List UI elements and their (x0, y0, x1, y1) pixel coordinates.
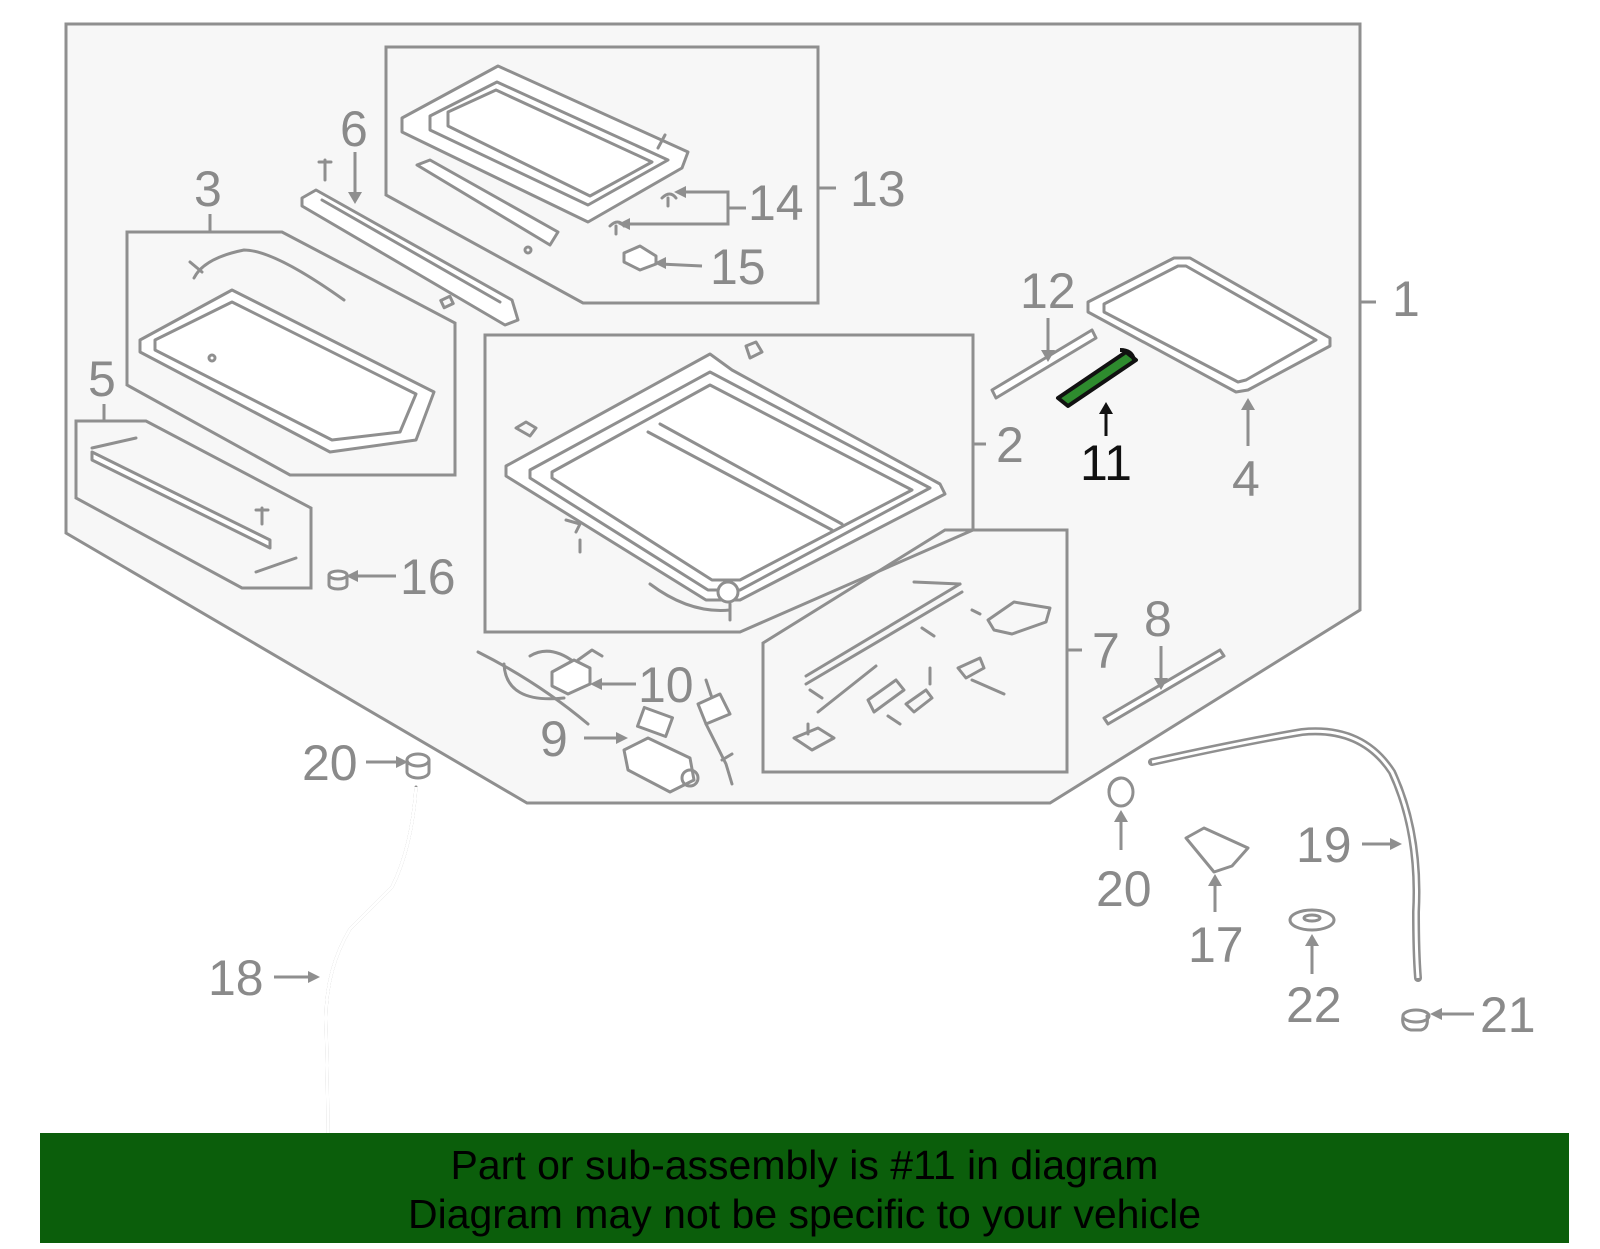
callout-17: 17 (1188, 917, 1244, 973)
callout-4: 4 (1232, 451, 1260, 507)
callout-11: 11 (1080, 435, 1132, 491)
part-18-inner (324, 786, 418, 1168)
group-13-outline (384, 45, 820, 305)
callout-20-right: 20 (1096, 861, 1152, 917)
part-8-drawing (1102, 648, 1226, 726)
callout-20-left: 20 (302, 735, 358, 791)
info-banner: Part or sub-assembly is #11 in diagram D… (40, 1133, 1569, 1243)
group-3-outline (125, 230, 457, 477)
banner-line-1: Part or sub-assembly is #11 in diagram (450, 1142, 1159, 1188)
callout-2: 2 (996, 417, 1024, 473)
part-22-drawing (1288, 908, 1336, 932)
part-19-inner (1151, 729, 1420, 979)
part-18-drawing (324, 785, 418, 1169)
part-2-drawing (504, 340, 947, 622)
callout-9: 9 (540, 711, 568, 767)
part-12-drawing (990, 328, 1098, 400)
part-20-left-drawing (405, 752, 431, 780)
banner-line-2: Diagram may not be specific to your vehi… (407, 1191, 1201, 1237)
part-7-drawing (792, 580, 1052, 752)
callout-6: 6 (340, 101, 368, 157)
group-5-outline (74, 419, 313, 590)
callout-5: 5 (88, 351, 116, 407)
callout-19: 19 (1296, 817, 1352, 873)
callout-8: 8 (1144, 591, 1172, 647)
part-11-end-detail (1119, 348, 1136, 361)
part-20-right-drawing (1107, 776, 1135, 808)
part-17-drawing (1184, 826, 1250, 874)
callout-12: 12 (1020, 263, 1076, 319)
part-5-drawing (90, 436, 298, 574)
part-21-drawing (1401, 1008, 1431, 1032)
part-6-drawing (300, 158, 520, 327)
callout-13: 13 (850, 161, 906, 217)
part-4-drawing (1086, 256, 1332, 394)
bracket-drawing (696, 678, 734, 786)
part-3-drawing (138, 248, 436, 454)
callout-1: 1 (1392, 271, 1420, 327)
leader-lines (102, 152, 1474, 1020)
part-13-drawing (400, 64, 690, 255)
callout-7: 7 (1092, 623, 1120, 679)
callout-15: 15 (710, 239, 766, 295)
callout-22: 22 (1286, 977, 1342, 1033)
callout-16: 16 (400, 549, 456, 605)
callout-3: 3 (194, 161, 222, 217)
callout-14: 14 (748, 175, 804, 231)
part-11-drawing (1056, 350, 1138, 408)
callout-18: 18 (208, 950, 264, 1006)
part-16-drawing (327, 569, 349, 591)
callout-21: 21 (1480, 987, 1536, 1043)
group-2-outline (483, 333, 975, 634)
part-9-drawing (622, 705, 700, 794)
callout-10: 10 (638, 657, 694, 713)
